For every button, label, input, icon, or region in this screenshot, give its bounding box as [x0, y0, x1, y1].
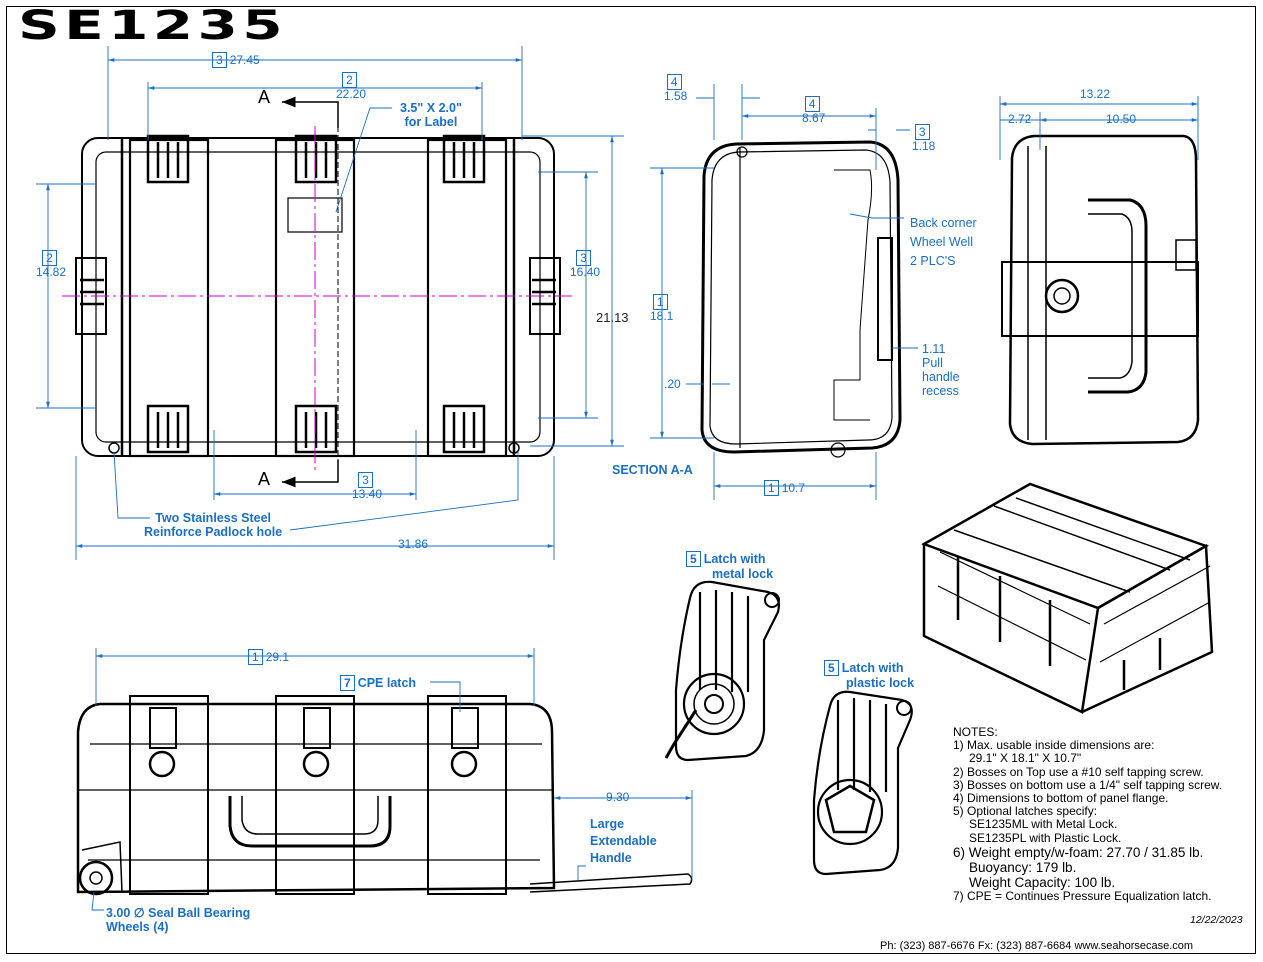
dim-handle-extension: 9.30: [606, 790, 630, 804]
note-7: 7) CPE = Continues Pressure Equalization…: [953, 888, 1212, 903]
dim-overall-length: 31.86: [398, 537, 429, 551]
drawing-frame: [6, 6, 1256, 954]
note-5a: SE1235ML with Metal Lock.: [969, 817, 1118, 832]
section-view: [700, 140, 902, 458]
section-mark-bottom: A: [258, 469, 271, 489]
section-mark-top: A: [258, 87, 271, 107]
note-2: 2) Bosses on Top use a #10 self tapping …: [953, 764, 1204, 779]
note-1b: 29.1" X 18.1" X 10.7": [969, 751, 1082, 766]
footer-contact: Ph: (323) 887-6676 Fx: (323) 887-6684 ww…: [880, 940, 1194, 952]
notes-block: NOTES: 1) Max. usable inside dimensions …: [953, 725, 1223, 903]
isometric-view: [921, 482, 1214, 714]
notes-heading: NOTES:: [953, 725, 998, 739]
dim-wall: .20: [664, 377, 681, 391]
page-title: SE1235: [18, 3, 287, 49]
end-view: [1001, 134, 1200, 446]
label-area-note: 3.5" X 2.0"for Label: [400, 101, 462, 129]
dim-end-left: 2.72: [1008, 112, 1032, 126]
top-view-inner: [95, 151, 541, 443]
note-6b: Weight Capacity: 100 lb.: [969, 874, 1116, 890]
note-3: 3) Bosses on bottom use a 1/4" self tapp…: [953, 777, 1223, 792]
latch-metal-lock: [664, 580, 780, 762]
note-1: 1) Max. usable inside dimensions are:: [953, 738, 1155, 753]
note-5: 5) Optional latches specify:: [953, 804, 1098, 819]
note-4: 4) Dimensions to bottom of panel flange.: [953, 791, 1169, 806]
front-view: [76, 695, 693, 896]
revision-date: 12/22/2023: [1190, 914, 1243, 926]
note-5b: SE1235PL with Plastic Lock.: [969, 830, 1122, 845]
note-6a: Buoyancy: 179 lb.: [969, 859, 1077, 875]
note-6: 6) Weight empty/w-foam: 27.70 / 31.85 lb…: [953, 844, 1204, 860]
dim-end-right: 10.50: [1106, 112, 1137, 126]
section-title: SECTION A-A: [612, 463, 693, 477]
dim-end-overall: 13.22: [1080, 87, 1111, 101]
dim-overall-width: 21.13: [596, 310, 629, 325]
latch-plastic-lock: [812, 690, 913, 876]
